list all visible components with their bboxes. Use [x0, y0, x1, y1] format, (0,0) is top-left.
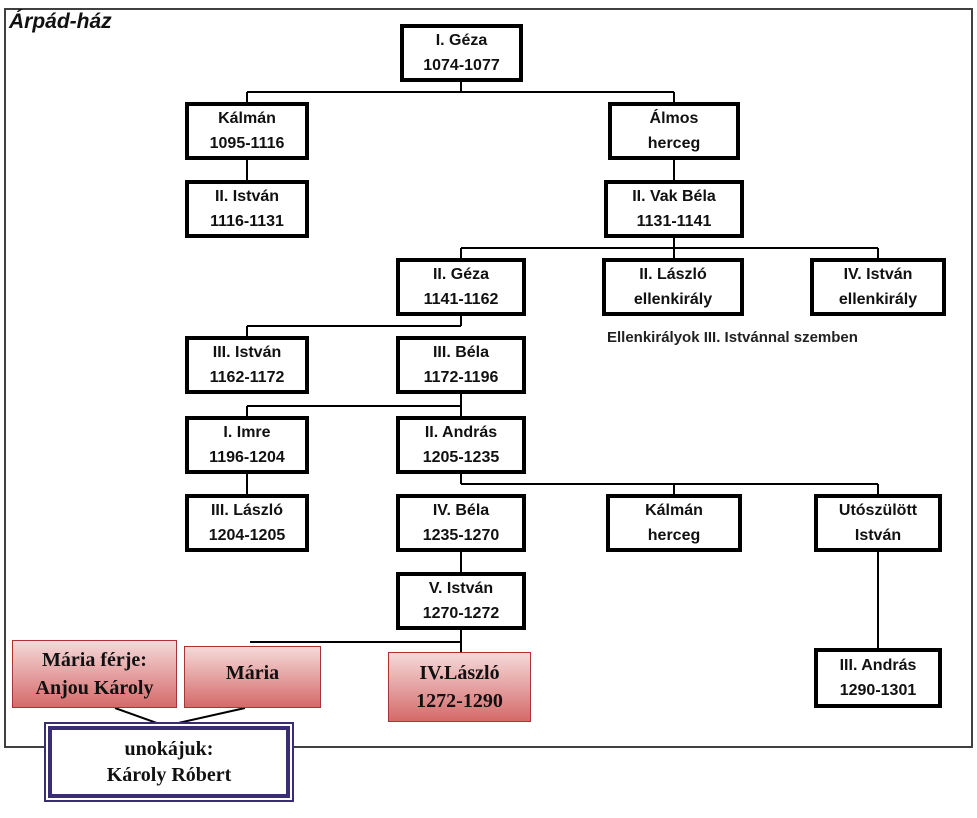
node-utoszulott-name: Utószülött: [838, 502, 918, 519]
node-bela2: II. Vak Béla 1131-1141: [604, 180, 744, 238]
node-laszlo4-name: IV.László: [419, 662, 500, 684]
node-laszlo3-name: III. László: [210, 502, 283, 519]
node-laszlo4: IV.László 1272-1290: [388, 652, 531, 722]
node-laszlo2-name: II. László: [639, 266, 707, 283]
node-geza1-years: 1074-1077: [423, 57, 500, 74]
node-andras2-years: 1205-1235: [422, 449, 500, 466]
node-bela2-years: 1131-1141: [636, 213, 712, 230]
node-laszlo2: II. László ellenkirály: [602, 258, 744, 316]
node-istvan3-years: 1162-1172: [209, 369, 285, 386]
diagram-title: Árpád-ház: [9, 10, 112, 33]
node-geza1: I. Géza 1074-1077: [400, 24, 523, 82]
node-andras3-years: 1290-1301: [839, 682, 917, 699]
node-imre-name: I. Imre: [223, 424, 271, 441]
node-istvan4: IV. István ellenkirály: [810, 258, 946, 316]
node-laszlo4-years: 1272-1290: [416, 690, 503, 712]
connector-geza1-children: [246, 80, 675, 102]
node-bela3: III. Béla 1172-1196: [396, 336, 526, 394]
node-andras2: II. András 1205-1235: [396, 416, 526, 474]
node-kalman-herceg: Kálmán herceg: [606, 494, 742, 552]
node-utoszulott-name2: István: [854, 527, 902, 544]
node-istvan5-years: 1270-1272: [422, 605, 500, 622]
connector-bela3-children: [246, 394, 462, 416]
node-istvan4-name: IV. István: [843, 266, 913, 283]
node-almos: Álmos herceg: [608, 102, 740, 160]
node-imre: I. Imre 1196-1204: [185, 416, 309, 474]
node-geza2: II. Géza 1141-1162: [396, 258, 526, 316]
node-laszlo3-years: 1204-1205: [208, 527, 286, 544]
node-bela4-name: IV. Béla: [432, 502, 490, 519]
node-bela3-name: III. Béla: [432, 344, 490, 361]
node-istvan2-name: II. István: [214, 188, 280, 205]
node-andras3: III. András 1290-1301: [814, 648, 942, 708]
node-istvan3: III. István 1162-1172: [185, 336, 309, 394]
node-istvan5: V. István 1270-1272: [396, 572, 526, 630]
node-istvan2: II. István 1116-1131: [185, 180, 309, 238]
node-unokajuk-name: Károly Róbert: [106, 764, 232, 786]
node-bela2-name: II. Vak Béla: [632, 188, 716, 205]
node-istvan2-years: 1116-1131: [210, 213, 284, 230]
node-bela4-years: 1235-1270: [422, 527, 500, 544]
node-bela3-years: 1172-1196: [423, 369, 499, 386]
diagram-frame: [4, 8, 973, 748]
node-geza2-name: II. Géza: [432, 266, 490, 283]
node-almos-name: Álmos: [649, 110, 699, 127]
connector-istvan5-children: [250, 630, 462, 652]
node-andras2-name: II. András: [424, 424, 498, 441]
node-kalman-herceg-name: Kálmán: [645, 502, 703, 519]
node-maria-ferje-name: Anjou Károly: [35, 677, 154, 699]
node-istvan3-name: III. István: [212, 344, 282, 361]
connector-geza2-children: [246, 316, 462, 336]
node-maria-name: Mária: [225, 662, 280, 684]
node-kalman-herceg-title: herceg: [647, 527, 701, 544]
node-andras3-name: III. András: [839, 657, 917, 674]
node-maria-ferje-label: Mária férje:: [42, 649, 147, 671]
node-unokajuk-label: unokájuk:: [124, 738, 214, 760]
connector-grandchild: [114, 707, 246, 728]
node-istvan4-title: ellenkirály: [838, 291, 918, 308]
node-imre-years: 1196-1204: [209, 449, 285, 466]
node-kalman-years: 1095-1116: [209, 135, 285, 152]
antiking-note: Ellenkirályok III. Istvánnal szemben: [607, 329, 858, 346]
node-maria-ferje: Mária férje: Anjou Károly: [12, 640, 177, 708]
node-maria: Mária: [184, 646, 321, 708]
node-kalman: Kálmán 1095-1116: [185, 102, 309, 160]
node-bela4: IV. Béla 1235-1270: [396, 494, 526, 552]
node-unokajuk: unokájuk: Károly Róbert: [48, 726, 290, 798]
node-geza2-years: 1141-1162: [423, 291, 499, 308]
node-laszlo2-title: ellenkirály: [633, 291, 713, 308]
node-kalman-name: Kálmán: [218, 110, 276, 127]
node-utoszulott: Utószülött István: [814, 494, 942, 552]
connector-andras2-children: [460, 474, 879, 494]
node-geza1-name: I. Géza: [435, 32, 488, 49]
node-laszlo3: III. László 1204-1205: [185, 494, 309, 552]
node-almos-title: herceg: [647, 135, 701, 152]
node-istvan5-name: V. István: [428, 580, 494, 597]
connector-bela2-children: [460, 238, 879, 258]
